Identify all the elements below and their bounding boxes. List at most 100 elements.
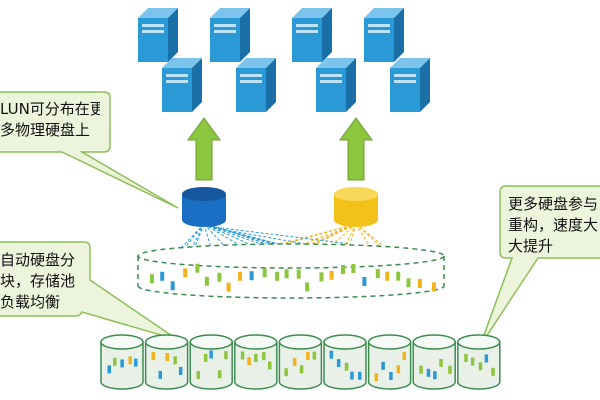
disk-chunk (402, 351, 406, 360)
callout-balloon-top (0, 91, 179, 209)
disk-chunk (158, 370, 162, 379)
pool-chunk (262, 268, 267, 278)
pool-chunk (249, 271, 254, 281)
pool-chunk (170, 281, 175, 291)
disk-top (100, 334, 144, 350)
disk-top (144, 334, 189, 350)
server-side (192, 58, 202, 112)
server-slot (394, 74, 416, 77)
disk-chunk (350, 371, 354, 380)
disk-body (144, 341, 189, 390)
disk-chunk (329, 350, 334, 359)
disk-chunk (470, 357, 475, 366)
callout-line: 重构，速度大 (508, 216, 599, 234)
disk-top (457, 334, 501, 350)
disk-chunk (389, 372, 393, 380)
lun-cylinder-icon (334, 187, 378, 227)
callout-rebuild-speed: 更多硬盘参与 重构，速度大 大提升 (508, 194, 600, 257)
disk-body (189, 341, 233, 390)
disk-body (412, 341, 456, 390)
disk-chunk (196, 370, 200, 379)
disk-cylinder-icon (100, 334, 144, 390)
callout-line: 自动硬盘分 (0, 251, 76, 269)
disk-body (367, 341, 412, 390)
pool-chunk (351, 264, 356, 273)
disk-top (323, 334, 367, 350)
disk-chunk (113, 357, 117, 366)
disk-chunk (306, 351, 310, 360)
pool-chunk (226, 282, 231, 292)
server-slot (296, 30, 318, 33)
server-slot (368, 30, 390, 33)
server-slot (214, 30, 236, 33)
pool-chunk (396, 271, 401, 281)
server-group (138, 8, 430, 112)
disk-cylinder-icon (323, 334, 367, 390)
pool-chunk (160, 271, 165, 281)
pool-chunk (431, 282, 436, 292)
server-icon (162, 58, 202, 112)
server-slot (240, 74, 262, 77)
disk-chunk (178, 367, 183, 375)
server-top (138, 8, 178, 18)
server-top (162, 58, 202, 68)
disk-chunk (224, 351, 228, 360)
disk-body (234, 341, 278, 390)
disk-chunk (439, 358, 443, 367)
disk-chunk (209, 350, 213, 359)
server-slot (320, 80, 342, 83)
pool-chunk (217, 272, 222, 282)
pool-chunk (341, 265, 345, 274)
disk-top (278, 334, 323, 350)
disk-chunk (262, 352, 266, 361)
disk-chunk (107, 365, 111, 374)
pool-chunk (284, 269, 289, 279)
server-top (364, 8, 404, 18)
server-slot (214, 24, 236, 27)
up-arrows (187, 117, 373, 181)
server-side (394, 8, 404, 62)
disk-top (234, 334, 278, 350)
server-icon (390, 58, 430, 112)
disk-chunk (484, 354, 489, 363)
disk-chunk (312, 351, 317, 360)
pool-chunk (406, 278, 411, 288)
pool-bottom-edge (137, 285, 445, 299)
server-icon (138, 8, 178, 62)
lun-body (182, 194, 226, 227)
lun-top (334, 187, 378, 201)
pool-chunk (204, 276, 209, 286)
server-slot (320, 74, 342, 77)
server-slot (394, 80, 416, 83)
disk-chunk (240, 351, 245, 360)
disk-cylinder-icon (412, 334, 456, 390)
disk-cylinder-icon (144, 334, 189, 390)
callout-line: 多物理硬盘上 (0, 121, 91, 139)
lun-cylinders (182, 187, 378, 227)
server-icon (236, 58, 276, 112)
pool-chunk (195, 263, 200, 273)
server-icon (316, 58, 356, 112)
disk-chunk (426, 368, 431, 377)
disk-chunk (165, 353, 169, 361)
callout-line: 大提升 (508, 237, 554, 255)
server-slot (166, 74, 188, 77)
lun-body (334, 194, 378, 227)
disk-chunk (247, 357, 251, 366)
up-arrow-icon (339, 117, 373, 181)
disk-chunk (419, 365, 423, 374)
server-slot (296, 24, 318, 27)
pool-chunk (305, 282, 310, 292)
disk-chunk (268, 361, 272, 370)
server-top (390, 58, 430, 68)
pool-chunk (375, 269, 380, 279)
server-icon (364, 8, 404, 62)
disk-chunk (299, 365, 304, 374)
lun-link-blue (203, 223, 252, 276)
server-side (266, 58, 276, 112)
disk-cylinder-icon (367, 334, 412, 390)
server-slot (240, 80, 262, 83)
pool-chunk (385, 271, 390, 281)
pool-chunk (150, 274, 154, 284)
disk-top (412, 334, 456, 350)
